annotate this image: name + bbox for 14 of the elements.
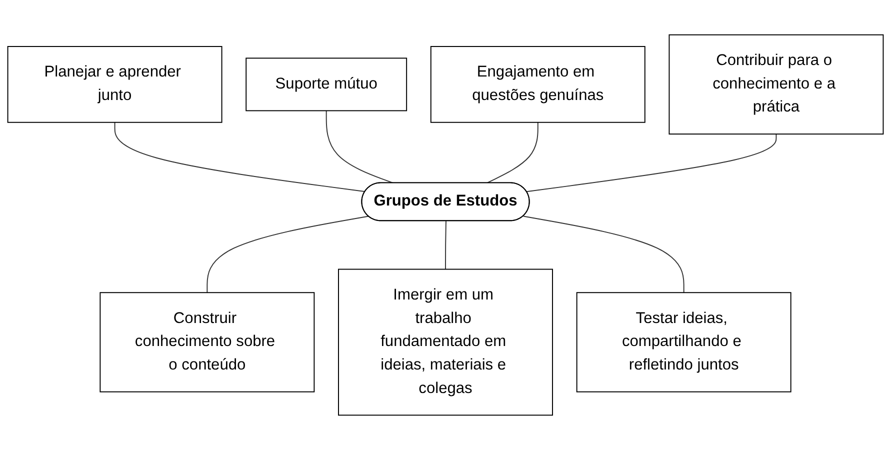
connector xyxy=(445,220,446,270)
node-box: Imergir em um trabalho fundamentado em ideias, materiais e colegas xyxy=(338,268,553,416)
connector xyxy=(526,134,777,192)
connector xyxy=(486,122,538,184)
node-box: Construir conhecimento sobre o conteúdo xyxy=(100,292,315,392)
node-box: Planejar e aprender junto xyxy=(7,46,222,123)
node-box: Contribuir para o conhecimento e a prática xyxy=(668,34,884,135)
node-box: Engajamento em questões genuínas xyxy=(430,46,646,123)
connector xyxy=(206,216,369,294)
connector xyxy=(326,110,394,184)
connector xyxy=(114,122,366,192)
node-box: Testar ideias, compartilhando e refletindo juntos xyxy=(576,292,792,392)
node-box: Suporte mútuo xyxy=(246,58,408,112)
connector xyxy=(523,216,684,294)
